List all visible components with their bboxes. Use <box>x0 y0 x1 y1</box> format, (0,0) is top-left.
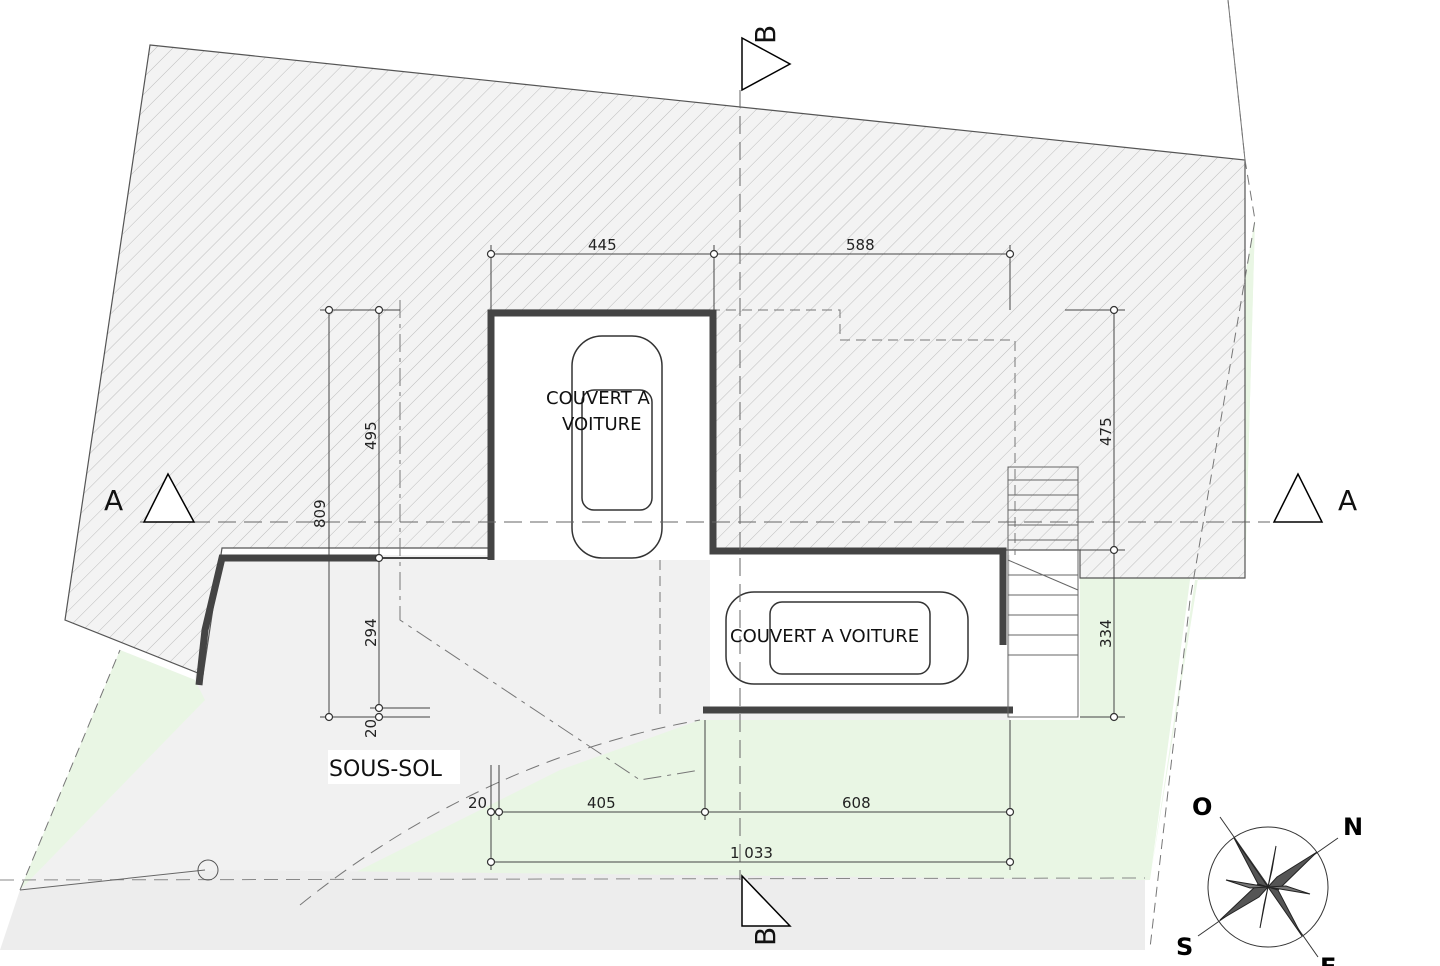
car-side-icon <box>725 591 969 685</box>
carport-1-label-line1: COUVERT A <box>546 388 651 409</box>
dim-left-total: 809 <box>311 499 329 528</box>
section-a-left-label: A <box>104 484 123 517</box>
section-b-bottom-label: B <box>749 927 782 946</box>
dim-bottom-total: 1 033 <box>730 844 773 862</box>
section-b-bottom-marker <box>741 874 792 927</box>
dim-top-left: 445 <box>588 236 617 254</box>
walls <box>195 309 1013 714</box>
dim-bottom-left: 405 <box>587 794 616 812</box>
carport-1-label-line2: VOITURE <box>562 414 642 435</box>
dim-left-upper: 495 <box>362 421 380 450</box>
compass-east-label: E <box>1320 953 1336 966</box>
basement-label: SOUS-SOL <box>329 757 443 782</box>
dim-bottom-offset: 20 <box>468 794 487 812</box>
section-a-left-marker <box>142 472 196 523</box>
road-area <box>0 870 1145 950</box>
compass-north-label: N <box>1343 813 1363 841</box>
garden-left <box>20 650 205 890</box>
compass-south-label: S <box>1176 933 1193 961</box>
section-b-top-marker <box>741 36 792 92</box>
stairs <box>1007 466 1079 718</box>
dim-left-offset: 20 <box>362 719 380 738</box>
garden-right <box>300 220 1255 900</box>
car-top-icon <box>571 335 663 559</box>
compass-rose-icon <box>1197 816 1339 958</box>
dim-top-right: 588 <box>846 236 875 254</box>
dim-bottom-right: 608 <box>842 794 871 812</box>
section-a-right-label: A <box>1338 484 1357 517</box>
dim-left-lower: 294 <box>362 618 380 647</box>
dim-right-lower: 334 <box>1097 619 1115 648</box>
section-b-top-label: B <box>749 25 782 44</box>
compass-west-label: O <box>1192 793 1212 821</box>
dim-right-upper: 475 <box>1097 417 1115 446</box>
carport-2-label: COUVERT A VOITURE <box>730 626 919 647</box>
section-a-right-marker <box>1272 472 1324 523</box>
